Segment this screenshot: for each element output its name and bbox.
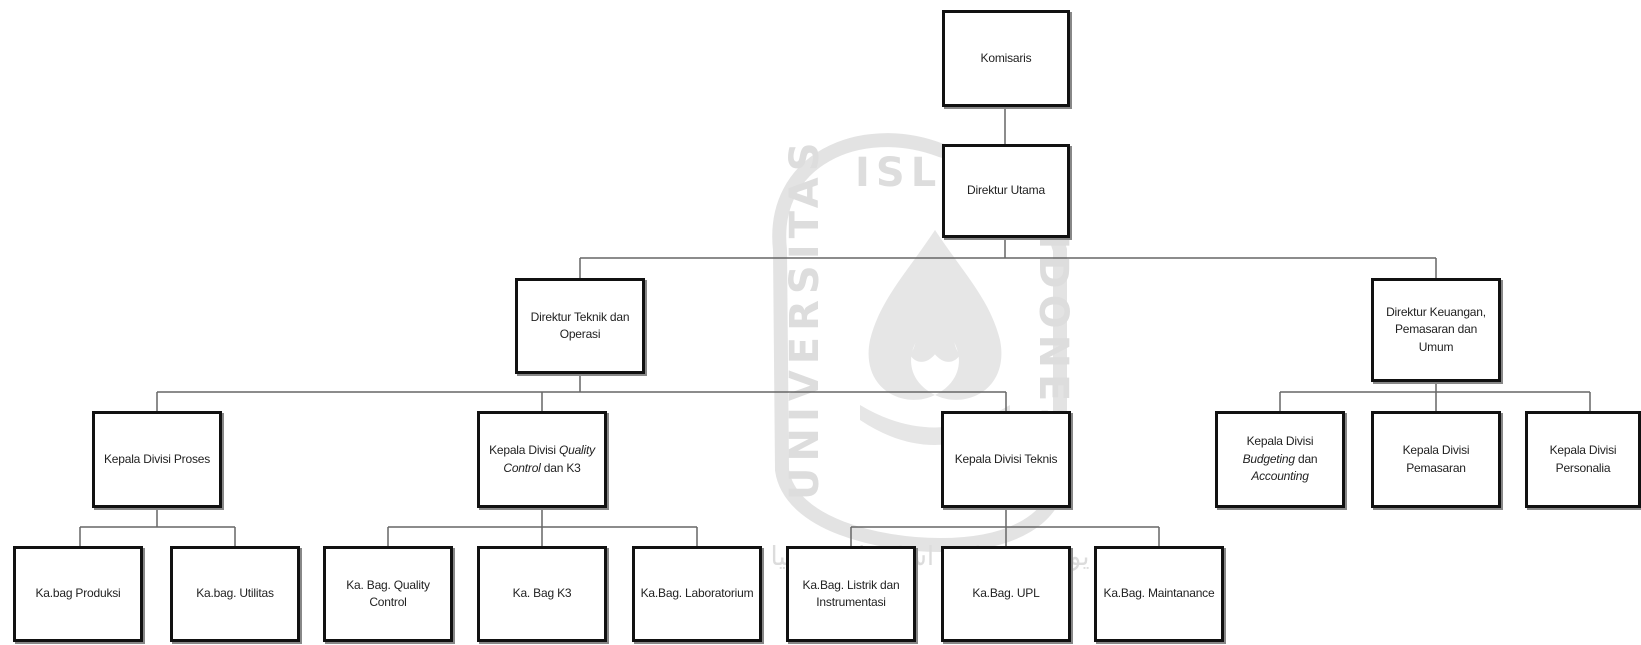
label-part: Kepala Divisi Teknis bbox=[954, 451, 1058, 466]
label-part: Kepala Divisi Proses bbox=[103, 451, 211, 466]
label-part: Kepala Divisi Pemasaran bbox=[1402, 443, 1470, 475]
italic-term: Accounting bbox=[1251, 469, 1309, 484]
label-part: dan bbox=[1294, 451, 1318, 466]
italic-term: Budgeting bbox=[1242, 451, 1295, 466]
label-part: Ka. Bag. Quality Control bbox=[346, 577, 430, 609]
node-kepala-divisi-personalia-label: Kepala Divisi Personalia bbox=[1532, 442, 1634, 477]
node-direktur-utama-label: Direktur Utama bbox=[967, 182, 1045, 199]
node-direktur-teknik-operasi: Direktur Teknik dan Operasi bbox=[515, 278, 645, 374]
node-direktur-keuangan-label: Direktur Keuangan, Pemasaran dan Umum bbox=[1378, 304, 1494, 356]
node-kabag-quality-control-label: Ka. Bag. Quality Control bbox=[330, 577, 446, 612]
node-kepala-divisi-proses-label: Kepala Divisi Proses bbox=[104, 451, 210, 468]
italic-term: Quality Control bbox=[503, 443, 595, 475]
node-kepala-divisi-personalia: Kepala Divisi Personalia bbox=[1525, 411, 1641, 508]
label-part: Ka.Bag. Maintanance bbox=[1103, 586, 1215, 601]
label-part: Kepala Divisi Personalia bbox=[1549, 443, 1617, 475]
node-kabag-laboratorium: Ka.Bag. Laboratorium bbox=[632, 546, 762, 642]
label-part: Ka.Bag. UPL bbox=[972, 586, 1040, 601]
node-kepala-divisi-teknis-label: Kepala Divisi Teknis bbox=[955, 451, 1058, 468]
node-kabag-maintanance: Ka.Bag. Maintanance bbox=[1094, 546, 1224, 642]
node-kabag-k3-label: Ka. Bag K3 bbox=[513, 585, 572, 602]
node-komisaris: Komisaris bbox=[942, 10, 1070, 107]
label-part: Direktur Keuangan, Pemasaran dan Umum bbox=[1386, 304, 1486, 354]
node-kabag-listrik-instrumentasi-label: Ka.Bag. Listrik dan Instrumentasi bbox=[793, 577, 909, 612]
node-kabag-upl-label: Ka.Bag. UPL bbox=[972, 585, 1039, 602]
node-kepala-divisi-pemasaran: Kepala Divisi Pemasaran bbox=[1371, 411, 1501, 508]
label-part: Ka.bag. Utilitas bbox=[196, 586, 274, 601]
node-kepala-divisi-qc-k3-label: Kepala Divisi Quality Control dan K3 bbox=[484, 442, 600, 477]
label-part: Ka. Bag K3 bbox=[512, 586, 572, 601]
node-kepala-divisi-budgeting: Kepala Divisi Budgeting dan Accounting bbox=[1215, 411, 1345, 508]
label-part: Kepala Divisi bbox=[1246, 434, 1314, 449]
node-kepala-divisi-qc-k3: Kepala Divisi Quality Control dan K3 bbox=[477, 411, 607, 508]
watermark-left-text: UNIVERSITAS bbox=[782, 136, 828, 500]
label-part: Ka.bag Produksi bbox=[35, 586, 121, 601]
node-kabag-listrik-instrumentasi: Ka.Bag. Listrik dan Instrumentasi bbox=[786, 546, 916, 642]
node-kepala-divisi-pemasaran-label: Kepala Divisi Pemasaran bbox=[1378, 442, 1494, 477]
node-kepala-divisi-proses: Kepala Divisi Proses bbox=[92, 411, 222, 508]
node-kabag-k3: Ka. Bag K3 bbox=[477, 546, 607, 642]
node-direktur-utama: Direktur Utama bbox=[942, 144, 1070, 238]
node-kepala-divisi-budgeting-label: Kepala Divisi Budgeting dan Accounting bbox=[1222, 433, 1338, 485]
node-kabag-utilitas: Ka.bag. Utilitas bbox=[170, 546, 300, 642]
shield-outline-icon bbox=[772, 133, 1067, 553]
node-direktur-keuangan: Direktur Keuangan, Pemasaran dan Umum bbox=[1371, 278, 1501, 382]
node-kabag-produksi-label: Ka.bag Produksi bbox=[35, 585, 120, 602]
node-komisaris-label: Komisaris bbox=[981, 50, 1032, 67]
label-part: Ka.Bag. Laboratorium bbox=[640, 586, 754, 601]
node-kabag-upl: Ka.Bag. UPL bbox=[941, 546, 1071, 642]
label-part: Direktur Utama bbox=[967, 183, 1045, 198]
node-kabag-laboratorium-label: Ka.Bag. Laboratorium bbox=[641, 585, 754, 602]
node-direktur-teknik-operasi-label: Direktur Teknik dan Operasi bbox=[522, 309, 638, 344]
node-kabag-quality-control: Ka. Bag. Quality Control bbox=[323, 546, 453, 642]
node-kabag-produksi: Ka.bag Produksi bbox=[13, 546, 143, 642]
label-part: Direktur Teknik dan Operasi bbox=[530, 309, 630, 341]
label-part: Ka.Bag. Listrik dan Instrumentasi bbox=[802, 577, 900, 609]
label-part: Kepala Divisi bbox=[489, 443, 559, 458]
node-kabag-utilitas-label: Ka.bag. Utilitas bbox=[196, 585, 274, 602]
node-kabag-maintanance-label: Ka.Bag. Maintanance bbox=[1104, 585, 1215, 602]
node-kepala-divisi-teknis: Kepala Divisi Teknis bbox=[941, 411, 1071, 508]
label-part: dan K3 bbox=[540, 460, 581, 475]
label-part: Komisaris bbox=[980, 50, 1032, 65]
